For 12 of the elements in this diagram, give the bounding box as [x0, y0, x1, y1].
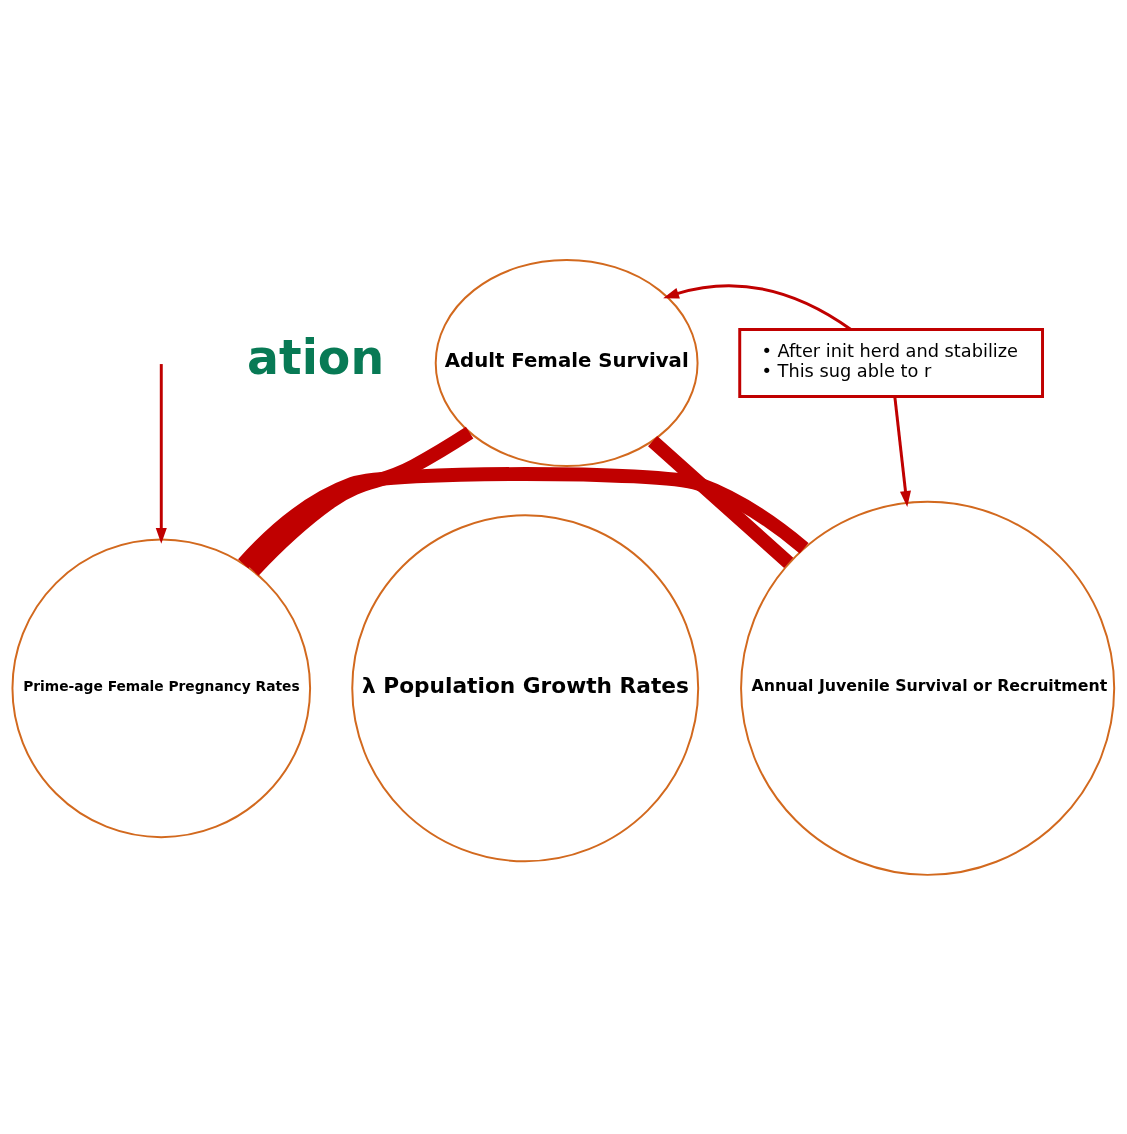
label: ation: [247, 329, 385, 385]
node-circle: λ Population Growth Rates: [351, 513, 700, 862]
connector: [648, 435, 794, 568]
node-circle: Prime-age Female Pregnancy Rates: [11, 538, 312, 838]
arrow: [663, 283, 852, 331]
node-circle: Annual Juvenile Survival or Recruitment: [740, 500, 1116, 876]
arrow: [155, 363, 167, 544]
arrow: [893, 396, 911, 507]
connector: [248, 426, 474, 576]
node-ellipse: Adult Female Survival: [434, 258, 699, 467]
connector: [238, 466, 809, 569]
node-box: • After init herd and stabilize • This sug able to r: [738, 327, 1044, 398]
